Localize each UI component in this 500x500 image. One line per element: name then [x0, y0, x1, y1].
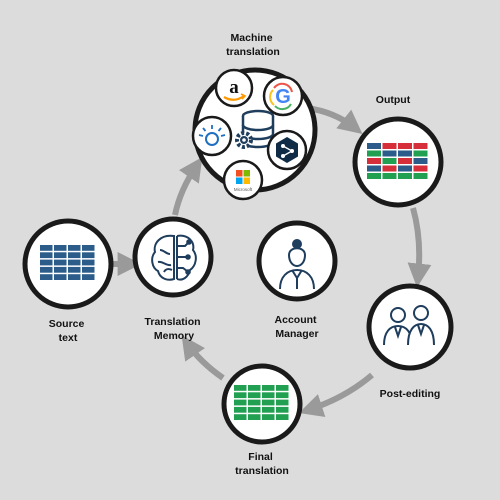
- translation-memory-node: [132, 216, 214, 298]
- table-cell: [276, 414, 289, 420]
- table-cell: [413, 158, 428, 164]
- deepl-icon: [266, 129, 308, 171]
- final-translation-label: Final translation: [235, 451, 289, 477]
- table-cell: [262, 399, 275, 406]
- table-cell: [276, 406, 289, 413]
- gear-icon: [235, 131, 253, 149]
- table-cell: [248, 399, 261, 406]
- table-cell: [82, 252, 95, 259]
- table-cell: [413, 150, 428, 157]
- table-cell: [413, 165, 428, 172]
- table-cell: [234, 392, 247, 399]
- table-cell: [40, 266, 53, 273]
- table-cell: [54, 245, 67, 251]
- table-cell: [367, 158, 381, 164]
- table-cell: [234, 406, 247, 413]
- two-people-icon: [383, 305, 435, 346]
- table-cell: [54, 266, 67, 273]
- table-cell: [398, 158, 412, 164]
- final-translation-node: [221, 363, 303, 445]
- table-cell: [68, 274, 81, 280]
- table-cell: [82, 266, 95, 273]
- table-cell: [382, 150, 397, 157]
- microsoft-caption: Microsoft: [234, 187, 253, 192]
- table-cell: [40, 245, 53, 251]
- amazon-letter: a: [229, 77, 239, 98]
- arrow-final-to-memory: [181, 335, 225, 381]
- table-cell: [68, 259, 81, 266]
- table-cell: [262, 392, 275, 399]
- post-editing-label: Post-editing: [380, 388, 441, 400]
- account-manager-person-icon: [279, 239, 315, 290]
- table-cell: [398, 143, 412, 149]
- table-cell: [82, 245, 95, 251]
- table-cell: [367, 150, 381, 157]
- table-cell: [276, 399, 289, 406]
- microsoft-icon: Microsoft: [222, 159, 264, 201]
- machine-translation-node: a G: [191, 67, 318, 201]
- arrow-postediting-to-final: [298, 372, 374, 417]
- arrow-memory-to-mt: [172, 157, 203, 216]
- table-cell: [382, 165, 397, 172]
- account-manager-label: Account Manager: [275, 314, 320, 340]
- table-cell: [276, 385, 289, 391]
- arrow-output-to-postediting: [407, 207, 432, 288]
- table-cell: [40, 252, 53, 259]
- machine-translation-label: Machine translation: [226, 32, 280, 58]
- table-cell: [262, 414, 275, 420]
- table-cell: [234, 385, 247, 391]
- table-cell: [398, 150, 412, 157]
- table-cell: [248, 406, 261, 413]
- table-cell: [367, 165, 381, 172]
- brain-circuit-icon: [151, 234, 197, 281]
- table-cell: [276, 392, 289, 399]
- table-cell: [82, 259, 95, 266]
- table-cell: [398, 165, 412, 172]
- table-cell: [367, 143, 381, 149]
- final-translation-table-icon: [234, 385, 289, 420]
- source-table-icon: [40, 245, 95, 280]
- amazon-icon: a: [214, 68, 254, 108]
- table-cell: [413, 173, 428, 179]
- table-cell: [248, 414, 261, 420]
- source-text-label: Source text: [49, 318, 88, 344]
- table-cell: [262, 385, 275, 391]
- post-editing-node: [366, 283, 454, 371]
- table-cell: [398, 173, 412, 179]
- output-node: [352, 116, 444, 208]
- output-label: Output: [376, 94, 411, 106]
- table-cell: [68, 266, 81, 273]
- google-icon: G: [262, 75, 304, 117]
- table-cell: [382, 158, 397, 164]
- table-cell: [54, 252, 67, 259]
- table-cell: [234, 399, 247, 406]
- table-cell: [382, 143, 397, 149]
- table-cell: [40, 259, 53, 266]
- google-letter: G: [275, 86, 291, 108]
- table-cell: [68, 245, 81, 251]
- source-text-node: [22, 218, 114, 310]
- translation-memory-label: Translation Memory: [145, 316, 204, 342]
- table-cell: [54, 274, 67, 280]
- table-cell: [367, 173, 381, 179]
- table-cell: [413, 143, 428, 149]
- account-manager-node: [256, 220, 338, 302]
- output-colored-table-icon: [367, 143, 428, 179]
- table-cell: [248, 392, 261, 399]
- table-cell: [248, 385, 261, 391]
- table-cell: [54, 259, 67, 266]
- table-cell: [68, 252, 81, 259]
- table-cell: [262, 406, 275, 413]
- table-cell: [234, 414, 247, 420]
- table-cell: [382, 173, 397, 179]
- ibm-watson-icon: [191, 115, 233, 157]
- table-cell: [82, 274, 95, 280]
- table-cell: [40, 274, 53, 280]
